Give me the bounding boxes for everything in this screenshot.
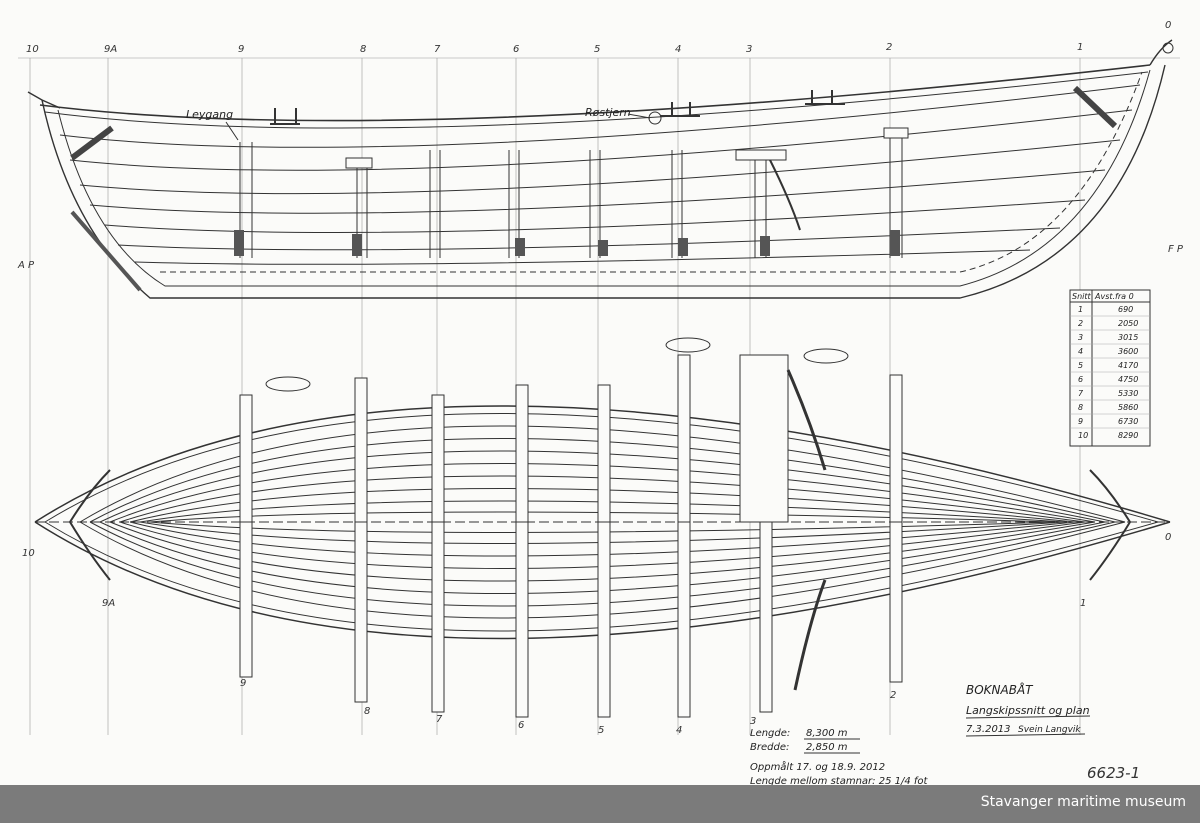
profile-view: [27, 39, 1174, 299]
width-label: Bredde:: [750, 742, 789, 753]
callouts: Leygang Røstjern: [186, 106, 651, 141]
station-label: 1: [1080, 598, 1086, 609]
station-label: 2: [890, 690, 896, 701]
table-cell: 1: [1078, 305, 1083, 314]
drawing-number: 6623-1: [1087, 764, 1141, 782]
station-label: 5: [598, 725, 604, 736]
station-label: 8: [364, 706, 370, 717]
leygang-callout: Leygang: [186, 108, 233, 121]
station-label: 10: [22, 548, 35, 559]
station-label: 4: [676, 725, 682, 736]
station-label: 0: [1165, 532, 1171, 543]
station-label: 5: [594, 44, 600, 55]
width-value: 2,850 m: [806, 742, 848, 753]
boat-drawing: 10 9A 9 8 7 6 5 4 3 2 1 0 9 8 7 6 5 4 3 …: [17, 20, 1184, 785]
table-header: Snitt: [1072, 292, 1092, 301]
table-cell: 6730: [1118, 417, 1138, 426]
station-label: 9A: [104, 44, 117, 55]
table-cell: 2: [1078, 319, 1083, 328]
station-label: 6: [518, 720, 524, 731]
station-label: 3: [750, 716, 756, 727]
table-cell: 8: [1078, 403, 1083, 412]
table-cell: 690: [1118, 305, 1133, 314]
table-rows: 1 690 2 2050 3 3015 4 3600 5 4170 6 4750 7 5330 8 5860 9…: [1070, 305, 1150, 440]
aft-perpendicular-label: A P: [17, 260, 35, 271]
boat-name: BOKNABÅT: [966, 682, 1034, 697]
table-header: Avst.fra 0: [1094, 292, 1134, 301]
table-cell: 4750: [1118, 375, 1138, 384]
table-cell: 5860: [1118, 403, 1138, 412]
measured-date: Oppmålt 17. og 18.9. 2012: [750, 760, 885, 773]
table-cell: 5330: [1118, 389, 1138, 398]
table-cell: 4: [1078, 347, 1083, 356]
museum-credit: Stavanger maritime museum: [980, 794, 1186, 810]
table-cell: 3: [1078, 333, 1083, 342]
station-label: 8: [360, 44, 366, 55]
station-labels-top: 10 9A 9 8 7 6 5 4 3 2 1 0: [26, 20, 1171, 55]
table-cell: 3015: [1118, 333, 1138, 342]
table-cell: 5: [1078, 361, 1083, 370]
length-label: Lengde:: [750, 728, 790, 739]
table-cell: 8290: [1118, 431, 1138, 440]
dimensions-block: Lengde: 8,300 m Bredde: 2,850 m Oppmålt …: [750, 728, 929, 785]
station-label: 2: [886, 42, 892, 53]
station-label: 9: [238, 44, 244, 55]
length-between-stems: Lengde mellom stamnar: 25 1/4 fot: [750, 776, 929, 785]
table-cell: 7: [1078, 389, 1084, 398]
title-block: BOKNABÅT Langskipssnitt og plan 7.3.2013…: [965, 682, 1091, 737]
station-label: 9: [240, 678, 246, 689]
drawing-date: 7.3.2013: [966, 724, 1011, 735]
station-label: 4: [675, 44, 681, 55]
table-cell: 4170: [1118, 361, 1138, 370]
table-cell: 9: [1078, 417, 1083, 426]
station-labels-plan: 9 8 7 6 5 4 3 2 10 9A 1 0: [22, 532, 1171, 736]
station-label: 10: [26, 44, 39, 55]
offset-table: Snitt Avst.fra 0 1 690 2 2050 3 3015 4 3600 5 417…: [1069, 289, 1151, 447]
station-label: 3: [746, 44, 752, 55]
station-label: 7: [434, 44, 441, 55]
station-label: 1: [1077, 42, 1083, 53]
rostjern-callout: Røstjern: [585, 106, 631, 119]
table-cell: 6: [1078, 375, 1083, 384]
station-label: 6: [513, 44, 519, 55]
station-label: 7: [436, 714, 443, 725]
length-value: 8,300 m: [806, 728, 848, 739]
table-cell: 2050: [1118, 319, 1138, 328]
station-label: 9A: [102, 598, 115, 609]
drawing-author: Svein Langvik: [1018, 725, 1081, 735]
table-cell: 3600: [1118, 347, 1138, 356]
table-cell: 10: [1078, 431, 1088, 440]
drawing-subtitle: Langskipssnitt og plan: [966, 704, 1090, 717]
plan-view: [34, 337, 1171, 718]
station-label: 0: [1165, 20, 1171, 31]
footer-bar: Stavanger maritime museum: [0, 785, 1200, 823]
fore-perpendicular-label: F P: [1168, 244, 1184, 255]
drawing-sheet: 10 9A 9 8 7 6 5 4 3 2 1 0 9 8 7 6 5 4 3 …: [17, 20, 1184, 785]
